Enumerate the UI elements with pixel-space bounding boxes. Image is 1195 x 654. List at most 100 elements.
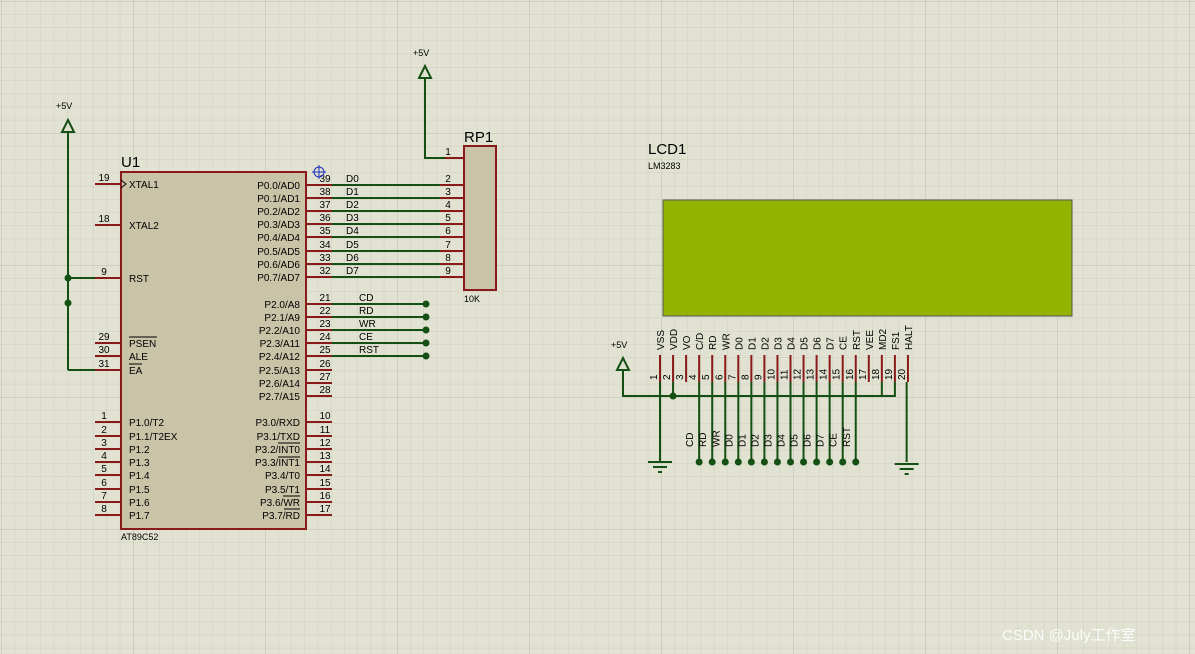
- lcd-bus-label: D2: [750, 434, 761, 447]
- lcd1-pins: VSS1VDD2VO3C/D4RD5WR6D07D18D29D310D411D5…: [649, 325, 915, 382]
- lcd-wire-terminal: [747, 458, 755, 466]
- lcd-pin-name: VEE: [865, 330, 876, 350]
- wire-terminal: [422, 313, 430, 321]
- wire-terminal: [422, 352, 430, 360]
- lcd1-screen[interactable]: [662, 199, 1073, 317]
- lcd-pin-name: FS1: [891, 331, 902, 350]
- lcd-bus-label: D0: [724, 434, 735, 447]
- u1-body[interactable]: [120, 171, 307, 530]
- u1-pin-number: 18: [98, 214, 110, 225]
- rp1-pin-number: 9: [445, 266, 451, 277]
- lcd-bus-label: RST: [842, 427, 853, 447]
- u1-pin-name: P0.6/AD6: [257, 260, 300, 271]
- junction-left-2: [64, 299, 72, 307]
- power-label-rp: +5V: [413, 48, 429, 58]
- u1-pin-name: P0.4/AD4: [257, 233, 300, 244]
- rp1-pin-number: 2: [445, 174, 451, 185]
- lcd-pin-name: MD2: [878, 328, 889, 350]
- lcd1-module[interactable]: LCD1 LM3283 VSS1VDD2VO3C/D4RD5WR6D07D18D…: [611, 141, 1073, 475]
- lcd-pin-number: 9: [753, 374, 764, 380]
- lcd-bus-label: D3: [763, 434, 774, 447]
- u1-pin-name: P2.6/A14: [259, 379, 301, 390]
- u1-pin-number: 37: [319, 200, 331, 211]
- rp1-pin-number: 6: [445, 226, 451, 237]
- lcd-pin-name: D2: [760, 337, 771, 350]
- u1-chip[interactable]: U1 AT89C52 19XTAL118XTAL29RST29PSEN30ALE…: [95, 154, 332, 542]
- u1-pin-name: ALE: [129, 352, 148, 363]
- u1-pin-number: 11: [320, 425, 331, 436]
- lcd-pin-number: 4: [688, 374, 699, 380]
- lcd-wire-terminal: [708, 458, 716, 466]
- u1-pin-name: P2.2/A10: [259, 326, 301, 337]
- u1-pin-name: P3.0/RXD: [256, 418, 300, 429]
- u1-pin-number: 3: [101, 438, 107, 449]
- lcd-pin-name: D7: [826, 337, 837, 350]
- wire-terminal: [422, 339, 430, 347]
- power-arrow-lcd: [615, 355, 631, 371]
- u1-pin-number: 8: [101, 504, 107, 515]
- lcd-pin-number: 18: [871, 368, 882, 380]
- u1-pin-name: P2.3/A11: [260, 339, 301, 350]
- u1-pin-number: 6: [101, 478, 107, 489]
- lcd-pin-name: CE: [839, 336, 850, 350]
- net-label-data: D7: [346, 266, 359, 277]
- lcd-pin-number: 8: [740, 374, 751, 380]
- lcd-bus-label: CE: [829, 433, 840, 447]
- u1-pin-name: P3.4/T0: [265, 471, 300, 482]
- wire-terminal: [422, 326, 430, 334]
- rp1-ref: RP1: [464, 129, 493, 146]
- u1-pin-number: 1: [101, 411, 107, 422]
- rp1-pin-number: 7: [445, 240, 451, 251]
- u1-pin-number: 26: [319, 359, 331, 370]
- left-power-net: +5V: [56, 101, 95, 371]
- u1-pin-number: 27: [319, 372, 331, 383]
- u1-part: AT89C52: [121, 532, 158, 542]
- u1-pin-number: 12: [319, 438, 331, 449]
- u1-pin-number: 9: [101, 267, 107, 278]
- u1-pin-name: P3.7/RD: [262, 511, 300, 522]
- u1-right-pins: 39P0.0/AD038P0.1/AD137P0.2/AD236P0.3/AD3…: [255, 174, 332, 522]
- lcd-pin-number: 11: [780, 369, 791, 380]
- net-label-data: D1: [346, 187, 359, 198]
- u1-pin-number: 2: [101, 425, 107, 436]
- net-label-control: RD: [359, 306, 373, 317]
- u1-pin-number: 10: [319, 411, 331, 422]
- lcd-pin-number: 2: [662, 374, 673, 380]
- lcd-wire-terminal: [787, 458, 794, 466]
- rp1-body[interactable]: [463, 145, 497, 291]
- rp1-pin-number: 4: [445, 200, 451, 211]
- u1-pin-name: P3.2/INT0: [255, 445, 300, 456]
- lcd-pin-name: D6: [813, 337, 824, 350]
- u1-pin-name: P2.0/A8: [264, 300, 300, 311]
- net-label-control: CE: [359, 332, 373, 343]
- lcd-wire-terminal: [721, 458, 729, 466]
- lcd-wire-terminal: [813, 458, 821, 466]
- net-label-data: D3: [346, 213, 359, 224]
- u1-pin-number: 25: [319, 345, 331, 356]
- u1-pin-number: 39: [319, 174, 331, 185]
- net-label-control: CD: [359, 293, 373, 304]
- u1-pin-name: P3.5/T1: [265, 485, 300, 496]
- lcd-pin-name: WR: [721, 333, 732, 350]
- rp1-value: 10K: [464, 294, 480, 304]
- rp1-pin-number: 8: [445, 253, 451, 264]
- lcd-pin-name: VO: [682, 335, 693, 350]
- rp1-pin-number: 5: [445, 213, 451, 224]
- u1-pin-number: 16: [319, 491, 331, 502]
- u1-pin-number: 21: [319, 293, 331, 304]
- u1-ref: U1: [121, 154, 140, 171]
- u1-left-pins: 19XTAL118XTAL29RST29PSEN30ALE31EA1P1.0/T…: [95, 173, 178, 522]
- xtal1-clock-mark: [120, 179, 127, 189]
- u1-pin-number: 32: [319, 266, 331, 277]
- lcd-pin-number: 16: [845, 368, 856, 380]
- rp1-pin-number: 3: [445, 187, 451, 198]
- u1-pin-number: 19: [98, 173, 110, 184]
- lcd-pin-number: 5: [701, 374, 712, 380]
- net-label-data: D2: [346, 200, 359, 211]
- u1-pin-name: XTAL1: [129, 180, 159, 191]
